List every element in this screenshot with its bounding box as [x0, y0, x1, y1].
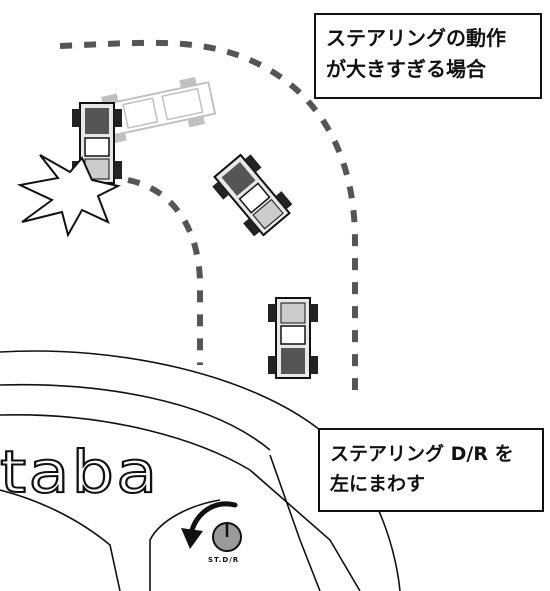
callout-top-line2: が大きすぎる場合 — [326, 57, 486, 81]
callout-top-line1: ステアリングの動作 — [326, 26, 506, 50]
transmitter-body — [0, 350, 401, 591]
knob-label: ST.D/R — [208, 556, 240, 564]
car-start — [268, 297, 318, 379]
callout-too-much-steering: ステアリングの動作 が大きすぎる場合 — [314, 13, 542, 99]
car-turning — [212, 153, 293, 237]
counterclockwise-arrow-icon — [181, 501, 238, 549]
course-outer-boundary — [59, 39, 358, 390]
steering-dr-knob[interactable] — [212, 522, 242, 552]
course-inner-boundary — [127, 177, 203, 365]
callout-bottom-line2: 左にまわす — [330, 473, 426, 495]
ghost-car-trail — [93, 76, 217, 144]
brand-logo: taba — [0, 437, 160, 507]
callout-turn-dr-left: ステアリング D/R を 左にまわす — [318, 428, 544, 512]
crash-burst-icon — [16, 154, 121, 238]
callout-bottom-line1: ステアリング D/R を — [330, 443, 514, 465]
